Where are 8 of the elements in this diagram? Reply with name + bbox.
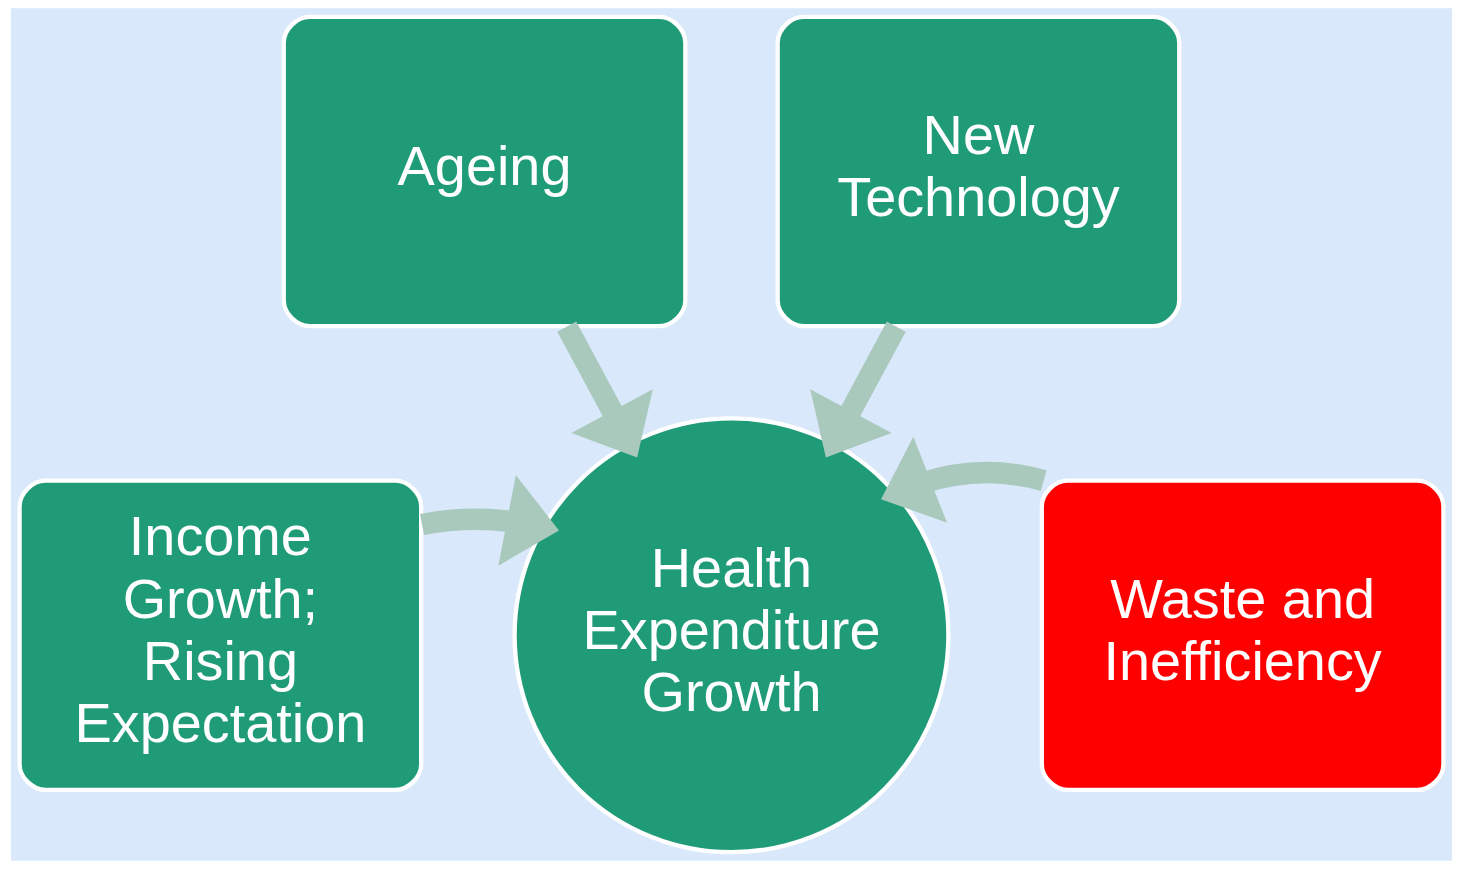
node-box: Ageing [281,14,688,329]
arrow [810,321,906,458]
node-box: Income Growth; Rising Expectation [17,478,424,793]
node-box: New Technology [775,14,1182,329]
node-box: Waste and Inefficiency [1039,478,1446,793]
arrow [420,475,559,566]
arrow [881,436,1047,523]
arrow [557,321,653,458]
